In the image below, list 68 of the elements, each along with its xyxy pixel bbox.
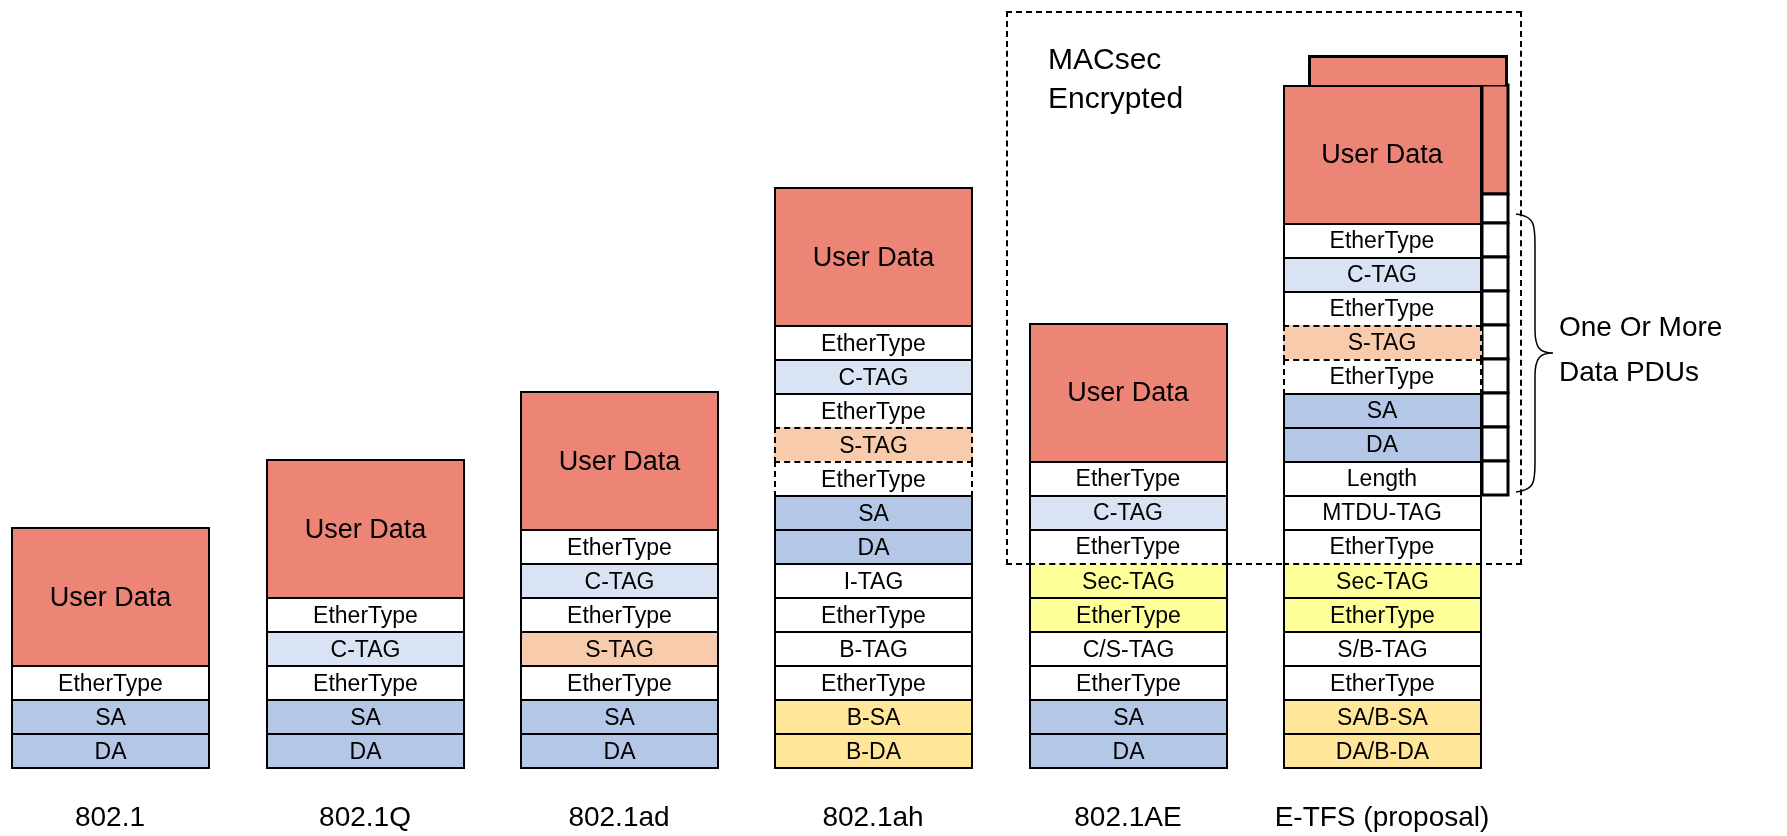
header-field: EtherType bbox=[520, 529, 719, 565]
header-field: DA bbox=[11, 733, 210, 769]
header-field: SA bbox=[266, 699, 465, 735]
header-field: DA bbox=[774, 529, 973, 565]
header-field: EtherType bbox=[11, 665, 210, 701]
header-field: EtherType bbox=[520, 665, 719, 701]
header-field: S-TAG bbox=[520, 631, 719, 667]
header-field: SA bbox=[520, 699, 719, 735]
header-field: EtherType bbox=[1283, 665, 1482, 701]
user-data-field: User Data bbox=[520, 391, 719, 531]
user-data-field: User Data bbox=[1282, 84, 1482, 225]
header-field: S-TAG bbox=[774, 427, 973, 463]
header-field: B-SA bbox=[774, 699, 973, 735]
header-field: EtherType bbox=[774, 597, 973, 633]
column-label: 802.1AE bbox=[1073, 801, 1183, 833]
header-field: Sec-TAG bbox=[1283, 563, 1482, 599]
column-label: 802.1ah bbox=[821, 801, 925, 833]
header-field: EtherType bbox=[1283, 597, 1482, 633]
header-field: B-TAG bbox=[774, 631, 973, 667]
header-field: DA/B-DA bbox=[1283, 733, 1482, 769]
brace-label: One Or More Data PDUs bbox=[1559, 310, 1724, 389]
header-field: DA bbox=[1282, 426, 1482, 463]
header-field: C/S-TAG bbox=[1029, 631, 1228, 667]
header-field: EtherType bbox=[1282, 528, 1482, 565]
header-field: Length bbox=[1282, 460, 1482, 497]
header-field: EtherType bbox=[774, 665, 973, 701]
user-data-field: User Data bbox=[266, 459, 465, 599]
region-label: MACsec Encrypted bbox=[1048, 41, 1185, 116]
header-field: C-TAG bbox=[520, 563, 719, 599]
dashed-region bbox=[1006, 11, 1522, 565]
header-field: MTDU-TAG bbox=[1282, 494, 1482, 531]
header-field: EtherType bbox=[1029, 597, 1228, 633]
data-block bbox=[1307, 54, 1508, 85]
header-field: C-TAG bbox=[1282, 256, 1482, 293]
column-label: 802.1ad bbox=[567, 801, 671, 833]
header-field: EtherType bbox=[520, 597, 719, 633]
header-field: B-DA bbox=[774, 733, 973, 769]
header-field: DA bbox=[520, 733, 719, 769]
header-field: C-TAG bbox=[266, 631, 465, 667]
header-field: EtherType bbox=[266, 665, 465, 701]
header-field: SA bbox=[11, 699, 210, 735]
header-field: EtherType bbox=[1028, 528, 1228, 565]
header-field: DA bbox=[266, 733, 465, 769]
user-data-field: User Data bbox=[1028, 322, 1228, 463]
header-field: EtherType bbox=[1029, 665, 1228, 701]
header-field: C-TAG bbox=[1028, 494, 1228, 531]
header-field: S/B-TAG bbox=[1283, 631, 1482, 667]
header-field: EtherType bbox=[774, 325, 973, 361]
header-field: DA bbox=[1029, 733, 1228, 769]
header-field: EtherType bbox=[1282, 358, 1482, 395]
header-field: EtherType bbox=[1282, 290, 1482, 327]
header-field: SA bbox=[1282, 392, 1482, 429]
column-label: 802.1Q bbox=[318, 801, 412, 833]
header-field: EtherType bbox=[774, 461, 973, 497]
column-label: E-TFS (proposal) bbox=[1273, 801, 1491, 833]
header-field: Sec-TAG bbox=[1029, 563, 1228, 599]
header-field: EtherType bbox=[774, 393, 973, 429]
user-data-field: User Data bbox=[11, 527, 210, 667]
header-field: SA/B-SA bbox=[1283, 699, 1482, 735]
header-field: SA bbox=[774, 495, 973, 531]
header-field: SA bbox=[1029, 699, 1228, 735]
header-field: S-TAG bbox=[1282, 324, 1482, 361]
user-data-field: User Data bbox=[774, 187, 973, 327]
column-label: 802.1 bbox=[73, 801, 147, 833]
header-field: C-TAG bbox=[774, 359, 973, 395]
header-field: EtherType bbox=[266, 597, 465, 633]
header-field: EtherType bbox=[1028, 460, 1228, 497]
header-field: I-TAG bbox=[774, 563, 973, 599]
